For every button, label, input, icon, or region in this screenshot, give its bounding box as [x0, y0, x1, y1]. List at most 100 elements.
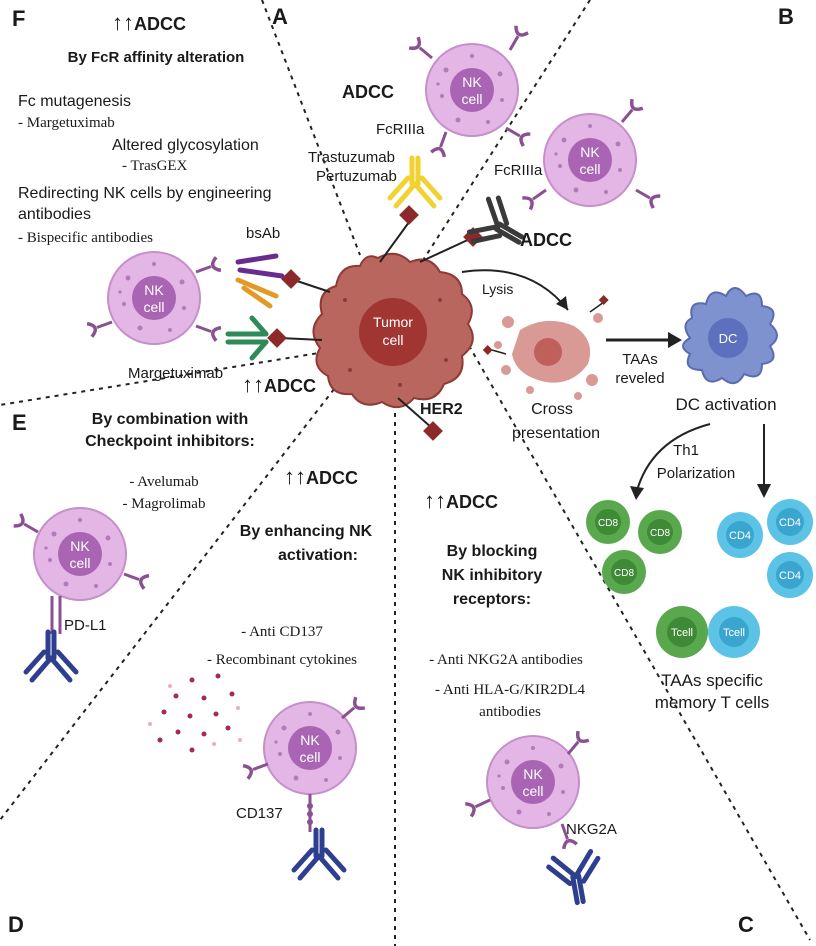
cytokine-dots — [157, 673, 235, 753]
svg-text:CD4: CD4 — [779, 517, 801, 529]
panel-d-title-2: activation: — [278, 547, 358, 564]
blue-antibody-icon — [294, 830, 344, 878]
blue-antibody-icon — [547, 850, 605, 906]
nk-label-1: NK — [462, 74, 482, 90]
lysis-label: Lysis — [482, 281, 513, 297]
svg-text:CD8: CD8 — [614, 568, 634, 579]
panel-d: ↑↑ADCC By enhancing NK activation: - Ant… — [148, 464, 373, 878]
nk-cell-c: NK cell — [486, 735, 580, 829]
memory-label-1: TAAs specific — [661, 671, 763, 690]
panel-e-item-1: - Avelumab — [129, 474, 198, 490]
adcc-label-a: ADCC — [342, 82, 394, 102]
yellow-antibody-icon — [390, 158, 440, 206]
receptor-icon — [119, 565, 151, 591]
receptor-icon — [191, 255, 223, 281]
tumor-label-1: Tumor — [373, 314, 413, 330]
receptor-icon — [630, 182, 663, 210]
nk-label-1: NK — [523, 766, 543, 782]
nk-label-2: cell — [299, 749, 320, 765]
nk-label-1: NK — [580, 144, 600, 160]
svg-text:Tcell: Tcell — [723, 627, 745, 639]
cd8-cell: CD8 — [586, 500, 630, 544]
panel-c-title-2: NK inhibitory — [442, 567, 543, 584]
nk-cell-f: NK cell — [107, 251, 201, 345]
blue-antibody-icon — [26, 632, 76, 680]
redirect-label-1: Redirecting NK cells by engineering — [18, 185, 271, 202]
lysis-arrow — [461, 269, 569, 311]
divider-f-a — [261, 0, 361, 256]
dc-label: DC — [719, 331, 738, 346]
panel-letter-c: C — [738, 912, 754, 937]
panel-letter-b: B — [778, 4, 794, 29]
margetuximab-label: Margetuximab — [128, 365, 223, 382]
panel-c: ↑↑ADCC By blocking NK inhibitory recepto… — [424, 488, 617, 906]
receptor-icon — [502, 23, 530, 56]
fc-mutagenesis-label: Fc mutagenesis — [18, 93, 131, 110]
panel-letter-f: F — [12, 6, 25, 31]
pdl1-label: PD-L1 — [64, 617, 107, 634]
receptor-icon — [500, 120, 533, 148]
lysed-tumor-fragments — [494, 313, 603, 400]
adcc-label-b: ADCC — [520, 230, 572, 250]
divider-d-e — [0, 374, 346, 821]
dendritic-cell: DC — [682, 287, 778, 385]
trastuzumab-label: Trastuzumab — [308, 149, 395, 166]
svg-text:CD4: CD4 — [729, 530, 751, 542]
svg-text:CD8: CD8 — [650, 528, 670, 539]
cd8-cell: CD8 — [602, 550, 646, 594]
cross-label-2: presentation — [512, 425, 600, 442]
panel-c-title-3: receptors: — [453, 591, 531, 608]
panel-b: NK cell FcRIIIa ADCC Lysis Cross — [461, 97, 813, 712]
grey-antibody-icon — [466, 194, 533, 261]
green-antibody-icon — [225, 315, 269, 361]
redirect-item: - Bispecific antibodies — [18, 230, 153, 246]
nk-label-1: NK — [144, 282, 164, 298]
nk-cell-b: NK cell — [543, 113, 637, 207]
panel-f-title: By FcR affinity alteration — [68, 49, 245, 66]
nk-cell-a: NK cell — [425, 43, 519, 137]
panel-letter-d: D — [8, 912, 24, 937]
panel-e-title-1: By combination with — [92, 411, 248, 428]
divider-e-f — [0, 351, 326, 406]
pertuzumab-label: Pertuzumab — [316, 168, 397, 185]
receptor-icon — [429, 127, 455, 159]
cross-label-1: Cross — [531, 401, 573, 418]
memory-label-2: memory T cells — [655, 693, 770, 712]
receptor-icon — [85, 313, 117, 339]
th1-arrowhead-left — [630, 486, 644, 500]
taas-arrowhead — [668, 332, 682, 348]
her2-label: HER2 — [420, 401, 463, 418]
th1-label-2: Polarization — [657, 465, 735, 482]
cytokine-dots-light — [148, 684, 242, 746]
panel-e: ↑↑ADCC By combination with Checkpoint in… — [11, 372, 316, 680]
panel-a: NK cell ADCC FcRIIIa Trastuzumab Pertuzu… — [308, 23, 533, 206]
nk-label-2: cell — [522, 783, 543, 799]
nk-label-2: cell — [143, 299, 164, 315]
adcc-label-d: ↑↑ADCC — [284, 464, 358, 489]
panel-c-item-2b: antibodies — [479, 704, 541, 720]
tumor-cell: Tumor cell — [312, 252, 474, 409]
lysis-arrowhead — [556, 296, 568, 310]
cd137-receptor — [307, 794, 313, 832]
adcc-label-e: ↑↑ADCC — [242, 372, 316, 397]
taas-label-2: reveled — [615, 370, 664, 387]
glycosylation-label: Altered glycosylation — [112, 137, 259, 154]
panel-letter-a: A — [272, 4, 288, 29]
memory-tcell: Tcell — [708, 606, 760, 658]
dc-activation-label: DC activation — [675, 395, 776, 414]
nk-cell-e: NK cell — [33, 507, 127, 601]
cd4-cell: CD4 — [767, 552, 813, 598]
th1-arrowhead-right — [757, 484, 771, 498]
memory-tcell: Tcell — [656, 606, 708, 658]
nk-label-2: cell — [579, 161, 600, 177]
bsab-label: bsAb — [246, 225, 280, 242]
nk-label-1: NK — [300, 732, 320, 748]
panel-d-title-1: By enhancing NK — [240, 523, 373, 540]
svg-text:Tcell: Tcell — [671, 627, 693, 639]
redirect-label-2: antibodies — [18, 206, 91, 223]
divider-a-b — [419, 0, 591, 266]
cd4-cell: CD4 — [767, 499, 813, 545]
cd137-label: CD137 — [236, 805, 283, 822]
taas-label-1: TAAs — [622, 351, 658, 368]
tumor-label-2: cell — [382, 332, 403, 348]
